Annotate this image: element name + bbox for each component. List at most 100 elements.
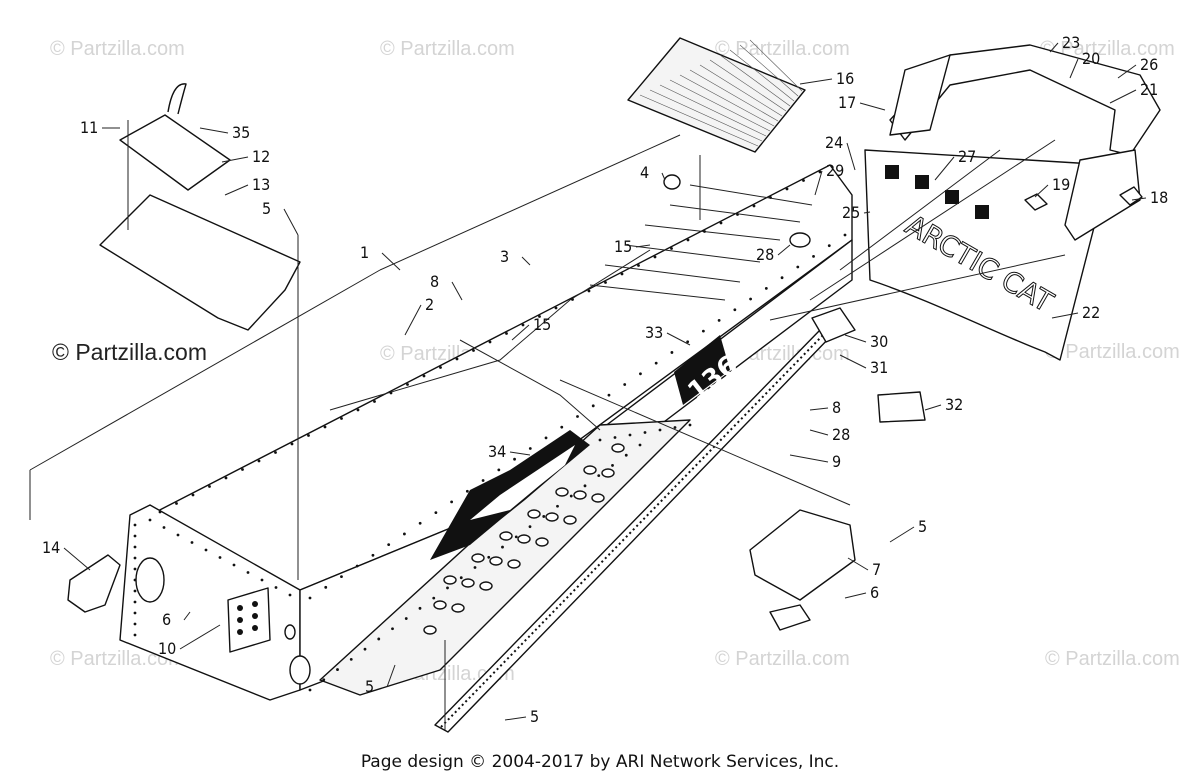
callout-label: 7: [872, 560, 881, 579]
callout-leader: [224, 184, 249, 196]
callout-label: 19: [1052, 175, 1070, 194]
callout-leader: [183, 611, 191, 621]
callout-label: 22: [1082, 303, 1100, 322]
callout-label: 6: [870, 583, 879, 602]
brackets: [749, 307, 926, 631]
callout-leader: [846, 142, 856, 171]
decal-32: [877, 391, 926, 423]
traction-hole: [527, 509, 541, 519]
callout-label: 24: [825, 133, 843, 152]
callout-label: 5: [262, 199, 271, 218]
callout-leader: [1109, 89, 1137, 104]
callout-label: 33: [645, 323, 663, 342]
traction-hole: [563, 515, 577, 525]
callout-leader: [809, 429, 829, 436]
bumper-endcap: [1064, 149, 1141, 241]
callout-leader: [386, 664, 396, 688]
callout-label: 32: [945, 395, 963, 414]
bumper-endcap: [889, 54, 951, 136]
traction-holes: [423, 443, 625, 635]
traction-hole: [471, 553, 485, 563]
bracket-30: [811, 307, 856, 343]
traction-hole: [479, 581, 493, 591]
callout-label: 14: [42, 538, 60, 557]
callout-label: 8: [832, 398, 841, 417]
watermark: © Partzilla.com: [715, 648, 850, 670]
watermark: © Partzilla.com: [1040, 38, 1175, 60]
callout-leader: [451, 281, 463, 301]
callout-label: 10: [158, 639, 176, 658]
callout-leader: [1051, 312, 1079, 319]
callout-label: 3: [500, 247, 509, 266]
traction-hole: [555, 487, 569, 497]
callout-leader: [283, 208, 299, 236]
callout-label: 17: [838, 93, 856, 112]
plug: [789, 232, 811, 248]
traction-hole: [507, 559, 521, 569]
callout-leader: [889, 526, 915, 543]
callout-leader: [1049, 42, 1059, 53]
tunnel-assembly: 136: [119, 164, 853, 701]
traction-hole: [433, 600, 447, 610]
callout-leader: [844, 334, 867, 343]
rivets: [133, 170, 847, 692]
callout-leader: [859, 102, 886, 111]
reflector-plate: [227, 587, 271, 653]
callout-label: 20: [1082, 49, 1100, 68]
traction-hole: [545, 512, 559, 522]
watermark: © Partzilla.com: [380, 38, 515, 60]
callout-leader: [863, 211, 871, 214]
callout-label: 28: [756, 245, 774, 264]
clip-18: [1119, 186, 1143, 206]
callout-label: 30: [870, 332, 888, 351]
callout-label: 34: [488, 442, 506, 461]
callout-leader: [504, 716, 527, 721]
callout-leader: [199, 127, 229, 134]
callout-label: 5: [918, 517, 927, 536]
callout-leader: [179, 624, 221, 650]
callout-leader: [1034, 184, 1049, 198]
callout-leader: [934, 156, 955, 181]
plate-12: [119, 114, 231, 191]
callout-leader: [661, 172, 666, 181]
callout-label: 15: [533, 315, 551, 334]
heel-bracket: [67, 554, 121, 613]
plate-6b: [769, 604, 811, 631]
callout-leader: [924, 404, 942, 411]
watermark: © Partzilla.com: [50, 38, 185, 60]
callout-label: 25: [842, 203, 860, 222]
callout-label: 12: [252, 147, 270, 166]
watermark: © Partzilla.com: [1045, 341, 1180, 363]
watermark: © Partzilla.com: [715, 38, 850, 60]
callout-label: 26: [1140, 55, 1158, 74]
leader-lines: [29, 120, 1066, 730]
rear-hole: [284, 624, 296, 640]
traction-hole: [451, 603, 465, 613]
callout-label: 23: [1062, 33, 1080, 52]
callout-leader: [635, 244, 651, 248]
plate-13: [99, 194, 301, 331]
watermark: © Partzilla.com: [1045, 648, 1180, 670]
callout-label: 4: [640, 163, 649, 182]
strap-35: [167, 83, 187, 115]
callout-label: 35: [232, 123, 250, 142]
rear-bumper: [889, 44, 1161, 241]
callout-label: 21: [1140, 80, 1158, 99]
page-footer: Page design © 2004-2017 by ARI Network S…: [361, 752, 839, 772]
callout-leader: [799, 78, 833, 85]
callout-leader: [847, 557, 869, 571]
callout-leader: [1131, 197, 1147, 201]
callout-label: 15: [614, 237, 632, 256]
traction-hole: [591, 493, 605, 503]
snow-flap: ARCTIC CAT: [864, 149, 1111, 361]
rear-hole: [135, 557, 165, 603]
callout-label: 5: [530, 707, 539, 726]
traction-hole: [443, 575, 457, 585]
callout-leader: [521, 256, 531, 266]
callout-label: 18: [1150, 188, 1168, 207]
callout-leader: [511, 324, 530, 341]
callout-leader: [777, 244, 791, 256]
callout-leader: [789, 454, 829, 463]
traction-hole: [423, 625, 437, 635]
